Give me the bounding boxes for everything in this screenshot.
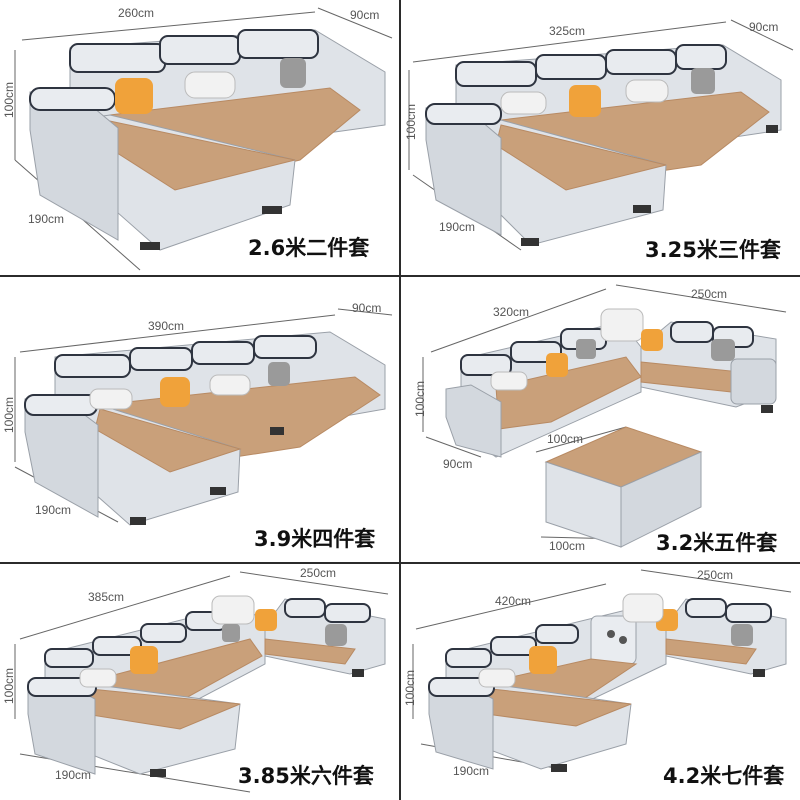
dim-height: 100cm [413, 380, 427, 417]
dim-depth: 250cm [300, 566, 337, 580]
panel-3-2m: 320cm 250cm 100cm 90cm 100cm 100cm 3.2米五… [401, 277, 800, 562]
caption: 3.2米五件套 [656, 531, 778, 555]
dim-chaise: 190cm [55, 768, 92, 782]
dim-depth: 250cm [691, 287, 728, 301]
dim-chaise: 190cm [439, 220, 476, 234]
dim-height: 100cm [2, 81, 16, 118]
dim-width: 325cm [549, 24, 586, 38]
caption: 3.9米四件套 [254, 527, 376, 551]
caption: 3.25米三件套 [645, 238, 781, 262]
panel-4-2m: 420cm 250cm 100cm 190cm 4.2米七件套 [401, 564, 800, 800]
horizontal-divider-top [0, 275, 800, 277]
dim-height: 100cm [2, 396, 16, 433]
panel-3-85m: 385cm 250cm 100cm 190cm 3.85米六件套 [0, 564, 399, 800]
sofa-illustration [422, 284, 787, 548]
dim-width: 260cm [118, 6, 155, 20]
sofa-illustration [408, 19, 794, 251]
dim-width: 385cm [88, 590, 125, 604]
dim-chaise: 190cm [453, 764, 490, 778]
dim-ottoman-a: 100cm [547, 432, 584, 446]
dim-depth: 90cm [350, 8, 380, 22]
dim-chaise: 190cm [28, 212, 65, 226]
panel-3-9m: 390cm 90cm 100cm 190cm 3.9米四件套 [0, 277, 399, 562]
dim-depth: 250cm [697, 568, 734, 582]
dim-width: 390cm [148, 319, 185, 333]
sofa-illustration [412, 569, 792, 772]
caption: 3.85米六件套 [238, 764, 374, 788]
dim-depth: 90cm [352, 301, 382, 315]
dim-chaise: 90cm [443, 457, 473, 471]
dim-height: 100cm [2, 667, 16, 704]
dim-chaise: 190cm [35, 503, 72, 517]
panel-2-6m: 260cm 90cm 100cm 190cm 2.6米二件套 [0, 0, 399, 275]
dim-height: 100cm [404, 103, 418, 140]
horizontal-divider-bottom [0, 562, 800, 564]
sofa-illustration [14, 571, 389, 793]
sofa-illustration [14, 7, 393, 271]
vertical-divider [399, 0, 401, 800]
caption: 4.2米七件套 [663, 764, 785, 788]
dim-width: 420cm [495, 594, 532, 608]
dim-depth: 90cm [749, 20, 779, 34]
caption: 2.6米二件套 [248, 236, 370, 260]
dim-width: 320cm [493, 305, 530, 319]
panel-3-25m: 325cm 90cm 100cm 190cm 3.25米三件套 [401, 0, 800, 275]
sofa-illustration [14, 308, 393, 526]
dim-height: 100cm [403, 669, 417, 706]
dim-ottoman-b: 100cm [549, 539, 586, 553]
